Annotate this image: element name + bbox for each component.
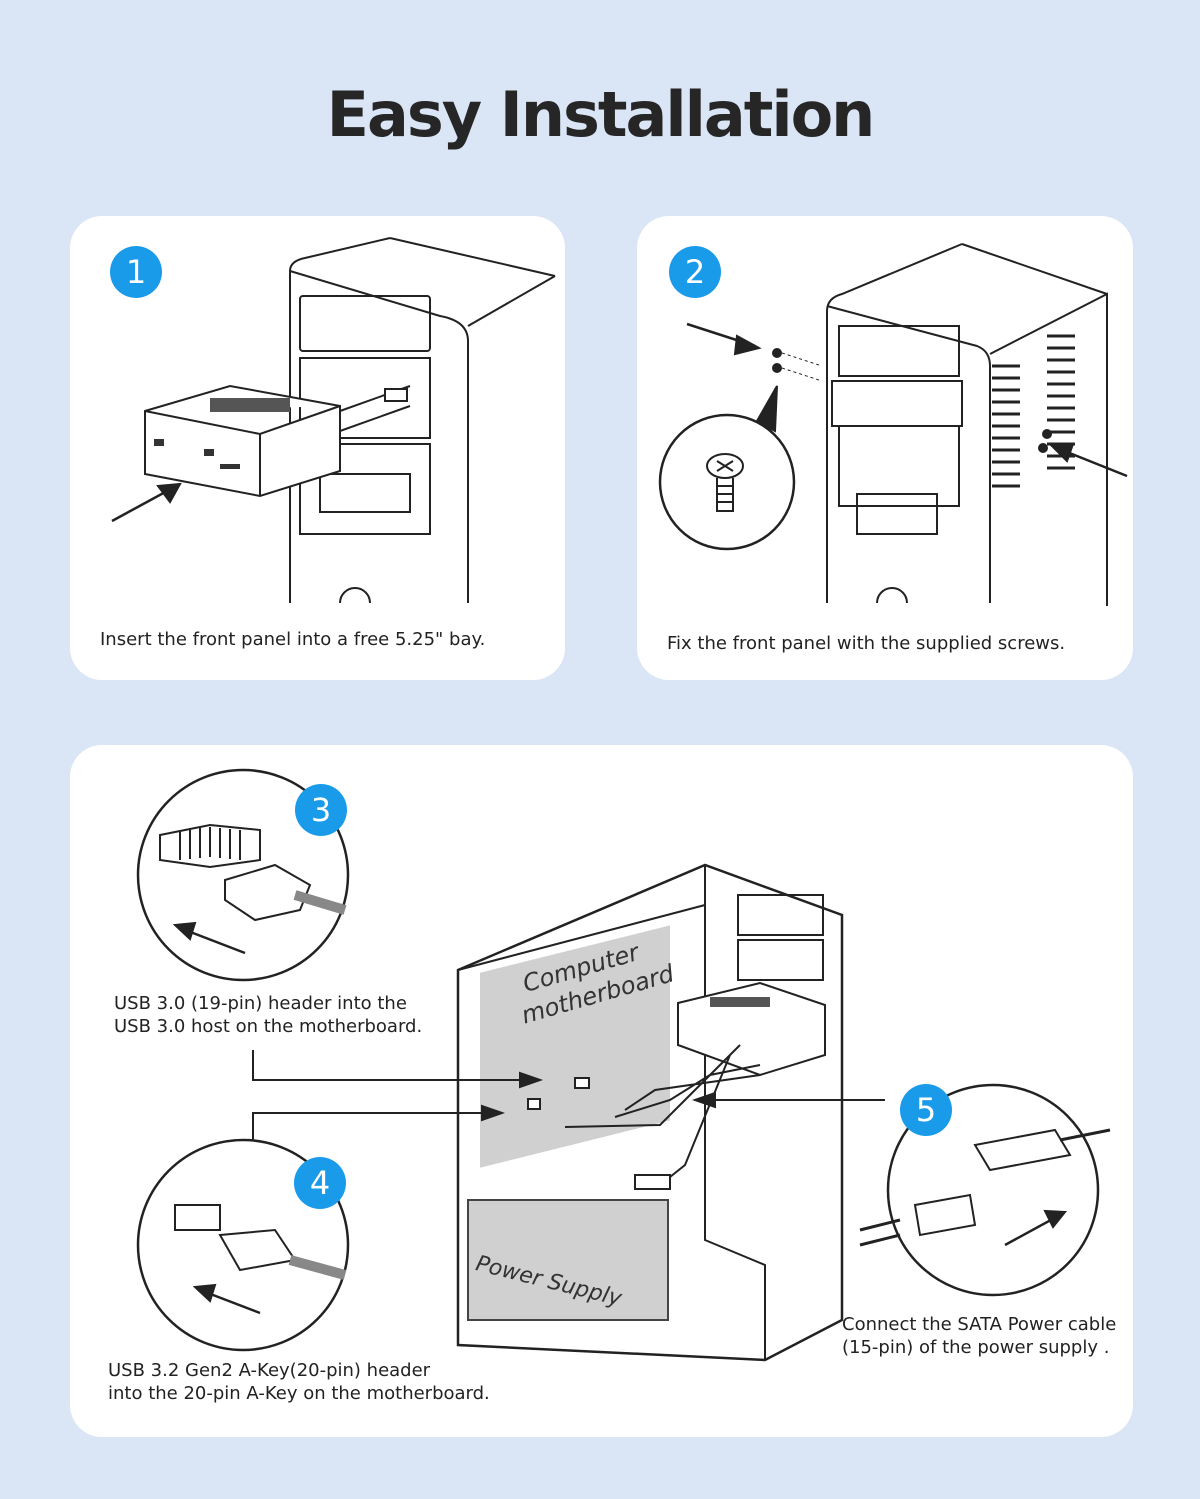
step-2-card: 2 Fix the front panel with the supplied … bbox=[637, 216, 1133, 680]
step-5-caption-line2: (15-pin) of the power supply . bbox=[842, 1337, 1110, 1358]
step-2-caption: Fix the front panel with the supplied sc… bbox=[667, 633, 1066, 654]
step-3-5-card: Computer motherboard Power Supply 3 4 5 … bbox=[70, 745, 1133, 1437]
step-3-badge: 3 bbox=[295, 784, 347, 836]
step-2-badge: 2 bbox=[669, 246, 721, 298]
step-5-caption-line1: Connect the SATA Power cable bbox=[842, 1314, 1117, 1335]
step-3-caption-line1: USB 3.0 (19-pin) header into the bbox=[114, 993, 407, 1014]
step-4-caption-line1: USB 3.2 Gen2 A-Key(20-pin) header bbox=[108, 1360, 431, 1381]
step-3-caption: USB 3.0 (19-pin) header into the USB 3.0… bbox=[114, 992, 422, 1038]
step-1-caption: Insert the front panel into a free 5.25"… bbox=[100, 629, 486, 650]
pc-tower-screws-illustration bbox=[658, 243, 1128, 606]
step-5-caption: Connect the SATA Power cable (15-pin) of… bbox=[842, 1313, 1116, 1359]
step-4-caption: USB 3.2 Gen2 A-Key(20-pin) header into t… bbox=[108, 1359, 490, 1405]
pc-tower-insert-illustration bbox=[111, 237, 556, 604]
step-4-caption-line2: into the 20-pin A-Key on the motherboard… bbox=[108, 1383, 490, 1404]
step-1-badge: 1 bbox=[110, 246, 162, 298]
step-3-caption-line2: USB 3.0 host on the motherboard. bbox=[114, 1016, 423, 1037]
step-1-card: 1 Insert the front panel into a free 5.2… bbox=[70, 216, 565, 680]
step-4-badge: 4 bbox=[294, 1157, 346, 1209]
page-title: Easy Installation bbox=[326, 78, 876, 151]
step-5-badge: 5 bbox=[900, 1084, 952, 1136]
